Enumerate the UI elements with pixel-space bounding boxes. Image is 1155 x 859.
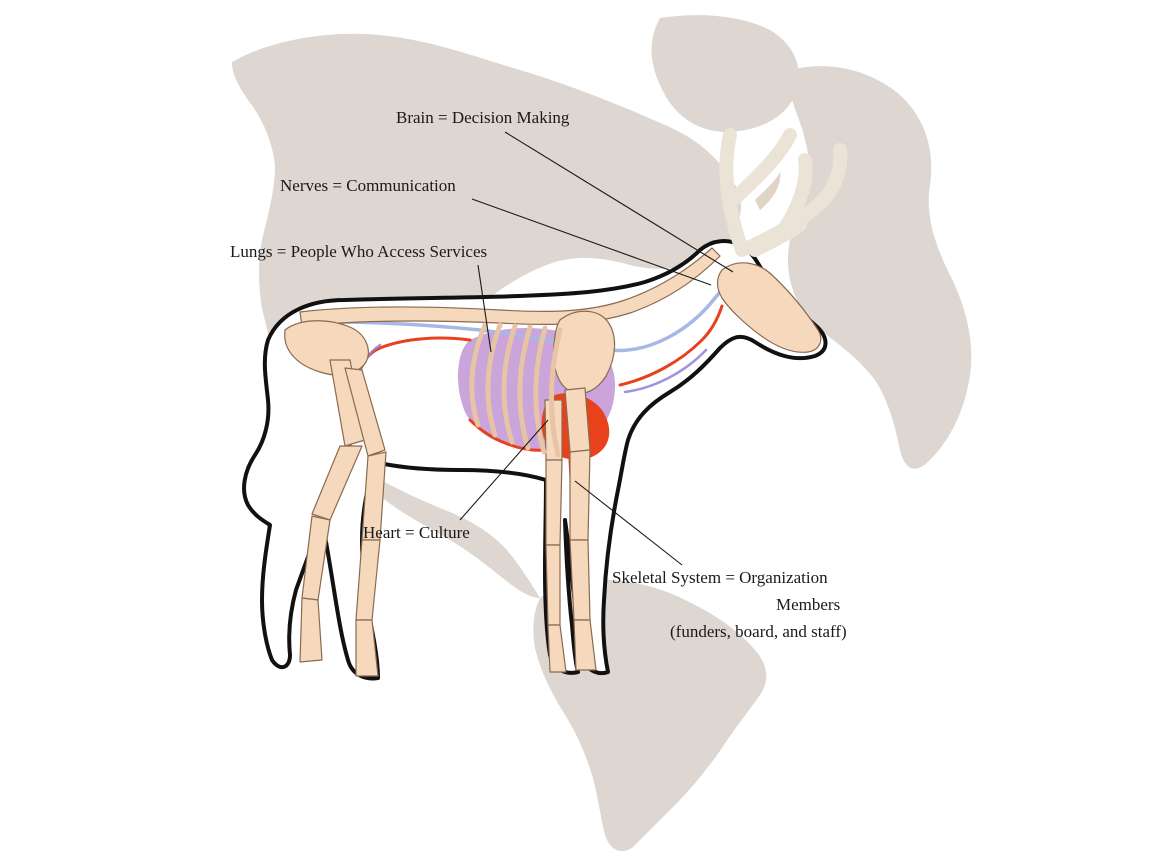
fore-humerus <box>565 388 590 452</box>
skeletal-system-label-line2: Members <box>776 594 840 616</box>
skeletal-system-label-line3: (funders, board, and staff) <box>670 621 847 643</box>
europe-africa-landmass <box>788 66 971 469</box>
antler-tine <box>733 135 790 200</box>
hind-hoof-2 <box>356 620 378 676</box>
greenland-landmass <box>652 15 799 132</box>
skeletal-system-label-line1: Skeletal System = Organization <box>612 567 828 589</box>
hind-hoof <box>300 598 322 662</box>
fore-cannon <box>570 540 590 620</box>
fore-cannon-2 <box>546 545 560 625</box>
brain-label: Brain = Decision Making <box>396 107 569 129</box>
nerves-label: Nerves = Communication <box>280 175 456 197</box>
heart-label: Heart = Culture <box>363 522 470 544</box>
fore-radius <box>570 450 590 540</box>
fore-radius-2 <box>546 460 562 545</box>
lungs-label: Lungs = People Who Access Services <box>230 241 487 263</box>
